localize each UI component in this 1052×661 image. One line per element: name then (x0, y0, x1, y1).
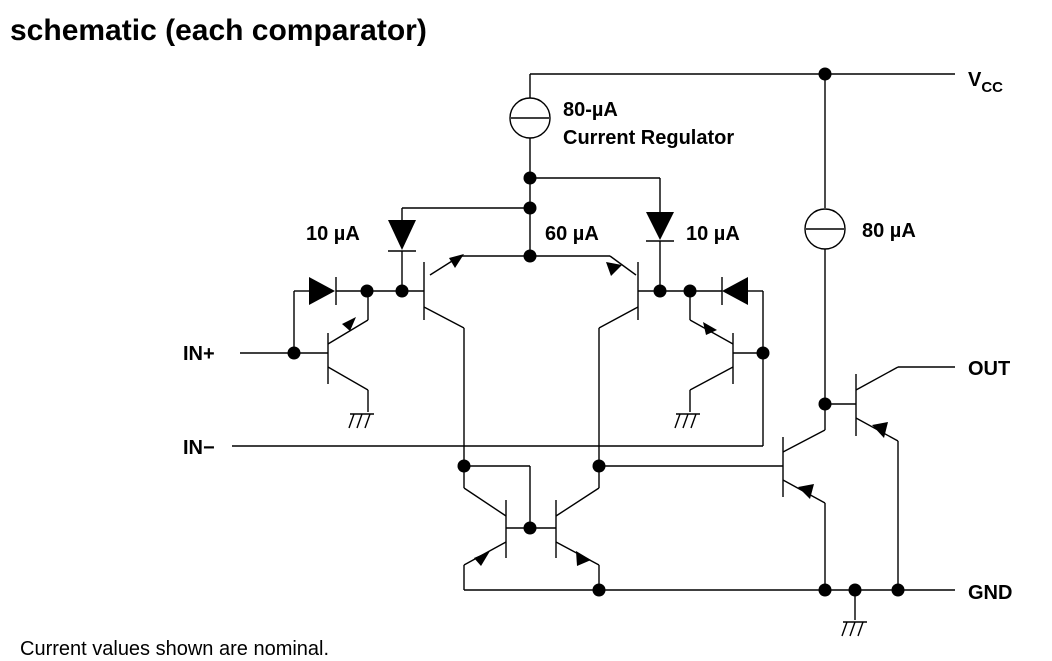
vcc-rail (529, 73, 955, 208)
output-source-current-label: 80 µA (862, 220, 916, 242)
left-input-transistor (402, 262, 465, 466)
right-input-network (660, 277, 764, 446)
current-regulator-label: Current Regulator (563, 127, 734, 149)
current-mirror (463, 465, 600, 590)
tail-current-label: 60 µA (545, 223, 599, 245)
current-regulator-value: 80-µA (563, 99, 618, 121)
gnd-label: GND (968, 582, 1012, 604)
left-vertical-diode (388, 220, 416, 291)
gnd-rail (464, 589, 955, 637)
vcc-label: VCC (968, 69, 1003, 96)
out-label: OUT (968, 358, 1010, 380)
in-minus-label: IN− (183, 437, 215, 459)
left-diode-current-label: 10 µA (306, 223, 360, 245)
footnote: Current values shown are nominal. (20, 638, 330, 660)
output-stage (599, 208, 955, 590)
right-vertical-diode (646, 212, 674, 291)
in-plus-label: IN+ (183, 343, 215, 365)
right-diode-current-label: 10 µA (686, 223, 740, 245)
current-regulator-source (509, 97, 551, 255)
page-title: schematic (each comparator) (10, 14, 427, 47)
junction-dots (287, 67, 905, 597)
right-input-transistor (598, 262, 660, 466)
diode-feed-wires (401, 177, 661, 220)
left-input-network (240, 277, 402, 429)
